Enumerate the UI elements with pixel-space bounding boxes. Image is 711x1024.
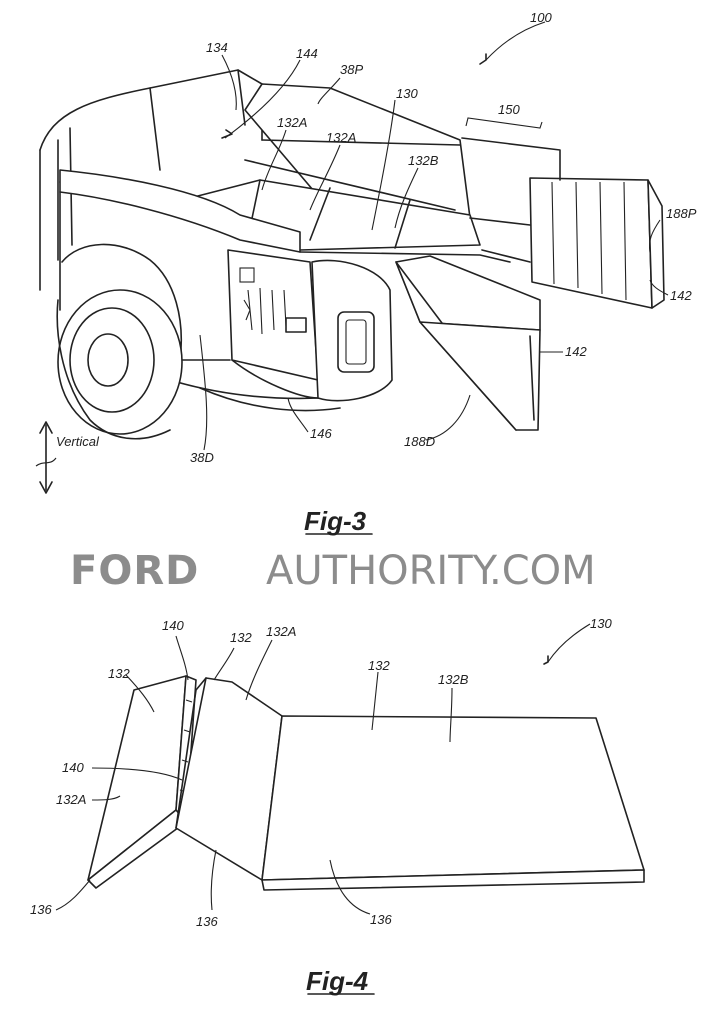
label-132a-1: 132A <box>277 115 307 130</box>
label-38p: 38P <box>340 62 363 77</box>
label-142-top: 142 <box>670 288 692 303</box>
label-136-mid: 136 <box>196 914 218 929</box>
label-150: 150 <box>498 102 520 117</box>
label-130-fig4: 130 <box>590 616 612 631</box>
label-132b-fig4: 132B <box>438 672 469 687</box>
label-130: 130 <box>396 86 418 101</box>
label-188p: 188P <box>666 206 697 221</box>
fig4-caption: Fig-4 <box>306 966 369 996</box>
label-140-mid: 140 <box>62 760 84 775</box>
label-132a-left: 132A <box>56 792 86 807</box>
label-144: 144 <box>296 46 318 61</box>
folded-panel-left <box>88 676 196 888</box>
label-132-center: 132 <box>368 658 390 673</box>
label-146: 146 <box>310 426 332 441</box>
label-142-mid: 142 <box>565 344 587 359</box>
fig3-drawing: 100 134 144 38P 130 132A 132A 132B 150 1… <box>36 10 697 536</box>
side-storage-compartment <box>228 250 392 401</box>
watermark-brand: FORD <box>70 548 199 594</box>
flat-panel-right <box>262 716 644 890</box>
label-132-left: 132 <box>108 666 130 681</box>
fig4-drawing: 130 140 132 132A 132 132 132B 140 132A 1… <box>30 616 644 996</box>
label-132a-top: 132A <box>266 624 296 639</box>
label-134: 134 <box>206 40 228 55</box>
label-136-left: 136 <box>30 902 52 917</box>
label-132-top: 132 <box>230 630 252 645</box>
rear-wheel <box>57 244 182 438</box>
label-188d: 188D <box>404 434 435 449</box>
deployed-step-188d <box>396 256 540 430</box>
fig3-caption: Fig-3 <box>304 506 367 536</box>
label-136-right: 136 <box>370 912 392 927</box>
watermark-rest: AUTHORITY.COM <box>266 548 596 594</box>
label-38d: 38D <box>190 450 214 465</box>
label-140-top: 140 <box>162 618 184 633</box>
label-vertical: Vertical <box>56 434 100 449</box>
vertical-direction-arrow <box>36 422 56 493</box>
label-132b: 132B <box>408 153 439 168</box>
label-132a-2: 132A <box>326 130 356 145</box>
label-100: 100 <box>530 10 552 25</box>
watermark: FORD AUTHORITY.COM <box>70 548 596 594</box>
